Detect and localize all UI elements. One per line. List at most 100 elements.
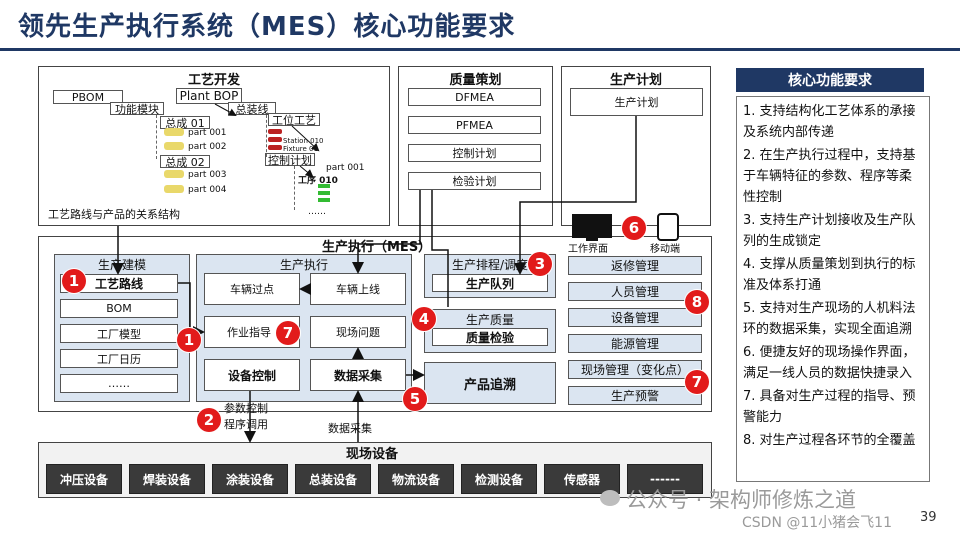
part-icon xyxy=(164,128,184,136)
requirements-list: 1. 支持结构化工艺体系的承接及系统内部传递 2. 在生产执行过程中，支持基于车… xyxy=(736,96,930,482)
requirement-item: 2. 在生产执行过程中，支持基于车辆特征的参数、程序等柔性控制 xyxy=(743,148,916,205)
pbom-node: PBOM xyxy=(53,90,123,104)
data-collect-box: 数据采集 xyxy=(310,359,406,391)
plant-bop-node: Plant BOP xyxy=(176,88,242,104)
param-control-label: 参数控制 xyxy=(224,402,268,415)
device-welding: 焊装设备 xyxy=(129,464,205,494)
fixture-icon xyxy=(318,191,330,195)
monitor-icon xyxy=(572,214,612,238)
marker-6: 6 xyxy=(622,216,646,240)
control-node: 控制计划 xyxy=(265,153,315,167)
requirement-item: 4. 支撑从质量策划到执行的标准及体系打通 xyxy=(743,257,916,293)
part-001: part 001 xyxy=(188,128,227,138)
control-plan-box: 控制计划 xyxy=(408,144,541,162)
device-sensor: 传感器 xyxy=(544,464,620,494)
inspection-plan-box: 检验计划 xyxy=(408,172,541,190)
schedule-title: 生产排程/调度 xyxy=(451,258,529,272)
craft-node: 工位工艺 xyxy=(268,113,320,127)
device-more: ------ xyxy=(627,464,703,494)
part-003: part 003 xyxy=(188,170,227,180)
arrow-control-to-work xyxy=(299,165,314,178)
tree-connector xyxy=(294,166,295,210)
process-dev-caption: 工艺路线与产品的关系结构 xyxy=(48,208,180,221)
monitor-stand-icon xyxy=(586,238,598,241)
personnel-mgmt: 人员管理 xyxy=(568,282,702,301)
marker-2: 2 xyxy=(197,408,221,432)
watermark: 公众号 · 架构师修炼之道 xyxy=(626,488,857,512)
repair-mgmt: 返修管理 xyxy=(568,256,702,275)
func-module-node: 功能模块 xyxy=(110,102,164,116)
site-title: 现场设备 xyxy=(346,447,399,462)
modeling-route: 工艺路线 xyxy=(60,274,178,293)
assembly-line-node: 总装线 xyxy=(228,102,276,116)
marker-8: 8 xyxy=(685,290,709,314)
assy02-node: 总成 02 xyxy=(160,155,210,169)
page-title: 领先生产执行系统（MES）核心功能要求 xyxy=(18,12,516,42)
part-002: part 002 xyxy=(188,142,227,152)
device-painting: 涂装设备 xyxy=(212,464,288,494)
requirements-header: 核心功能要求 xyxy=(736,68,924,92)
arrow-quality-to-execution xyxy=(352,190,421,274)
modeling-factory-calendar: 工厂日历 xyxy=(60,349,178,368)
prod-warning: 生产预警 xyxy=(568,386,702,405)
credit: CSDN @11小猪会飞11 xyxy=(742,515,892,531)
trace-box: 产品追溯 xyxy=(424,362,556,404)
device-control-box: 设备控制 xyxy=(204,359,300,391)
quality-plan-title: 质量策划 xyxy=(449,73,502,88)
site-issue-box: 现场问题 xyxy=(310,316,406,348)
quality-title: 生产质量 xyxy=(465,313,514,327)
marker-5: 5 xyxy=(403,387,427,411)
tree-ellipsis: …… xyxy=(308,207,326,217)
arrow-inspection-to-quality xyxy=(431,190,449,307)
tree-connector xyxy=(266,115,267,157)
fixture-icon xyxy=(318,198,330,202)
requirement-item: 8. 对生产过程各环节的全覆盖 xyxy=(743,433,916,448)
pfmea-box: PFMEA xyxy=(408,116,541,134)
station-icon xyxy=(268,137,282,142)
prod-plan-box: 生产计划 xyxy=(570,88,703,116)
device-stamping: 冲压设备 xyxy=(46,464,122,494)
energy-mgmt: 能源管理 xyxy=(568,334,702,353)
requirement-item: 7. 具备对生产过程的指导、预警能力 xyxy=(743,389,916,425)
prod-plan-title: 生产计划 xyxy=(609,73,662,88)
station-icon xyxy=(268,129,282,134)
marker-3: 3 xyxy=(528,252,552,276)
fixture-01: Fixture 01 xyxy=(283,145,318,153)
requirement-item: 5. 支持对生产现场的人机料法环的数据采集，实现全面追溯 xyxy=(743,301,916,337)
device-testing: 检测设备 xyxy=(461,464,537,494)
vehicle-pass-box: 车辆过点 xyxy=(204,273,300,305)
part-icon xyxy=(164,170,184,178)
wechat-icon xyxy=(600,490,620,506)
marker-1a: 1 xyxy=(62,269,86,293)
arrow-plan-to-queue xyxy=(514,116,637,275)
arrow-route-to-guide xyxy=(178,282,205,338)
arrow-craft-to-control xyxy=(291,125,320,152)
part-001b: part 001 xyxy=(326,163,365,173)
data-collect-label: 数据采集 xyxy=(328,422,372,435)
mobile-icon xyxy=(657,213,679,241)
requirement-item: 6. 便捷友好的现场操作界面，满足一线人员的数据快捷录入 xyxy=(743,345,916,381)
work-ui-label: 工作界面 xyxy=(568,244,608,255)
process-dev-title: 工艺开发 xyxy=(187,73,240,88)
arrow-bop-to-line xyxy=(214,103,237,116)
site-mgmt: 现场管理（变化点） xyxy=(568,360,702,379)
program-call-label: 程序调用 xyxy=(224,418,268,431)
quality-inspection-box: 质量检验 xyxy=(432,328,548,346)
part-icon xyxy=(164,142,184,150)
work-010: 工序 010 xyxy=(298,176,338,186)
marker-7a: 7 xyxy=(276,321,300,345)
marker-1b: 1 xyxy=(177,328,201,352)
marker-4: 4 xyxy=(412,307,436,331)
station-icon xyxy=(268,145,282,150)
part-004: part 004 xyxy=(188,185,227,195)
modeling-bom: BOM xyxy=(60,299,178,318)
marker-7b: 7 xyxy=(685,370,709,394)
device-assembly: 总装设备 xyxy=(295,464,371,494)
modeling-ellipsis: …… xyxy=(60,374,178,393)
page-number: 39 xyxy=(920,510,937,525)
assy01-node: 总成 01 xyxy=(160,116,210,130)
station-010: Station 010 xyxy=(283,137,324,145)
mobile-label: 移动端 xyxy=(650,244,680,255)
prod-queue-box: 生产队列 xyxy=(432,274,548,292)
